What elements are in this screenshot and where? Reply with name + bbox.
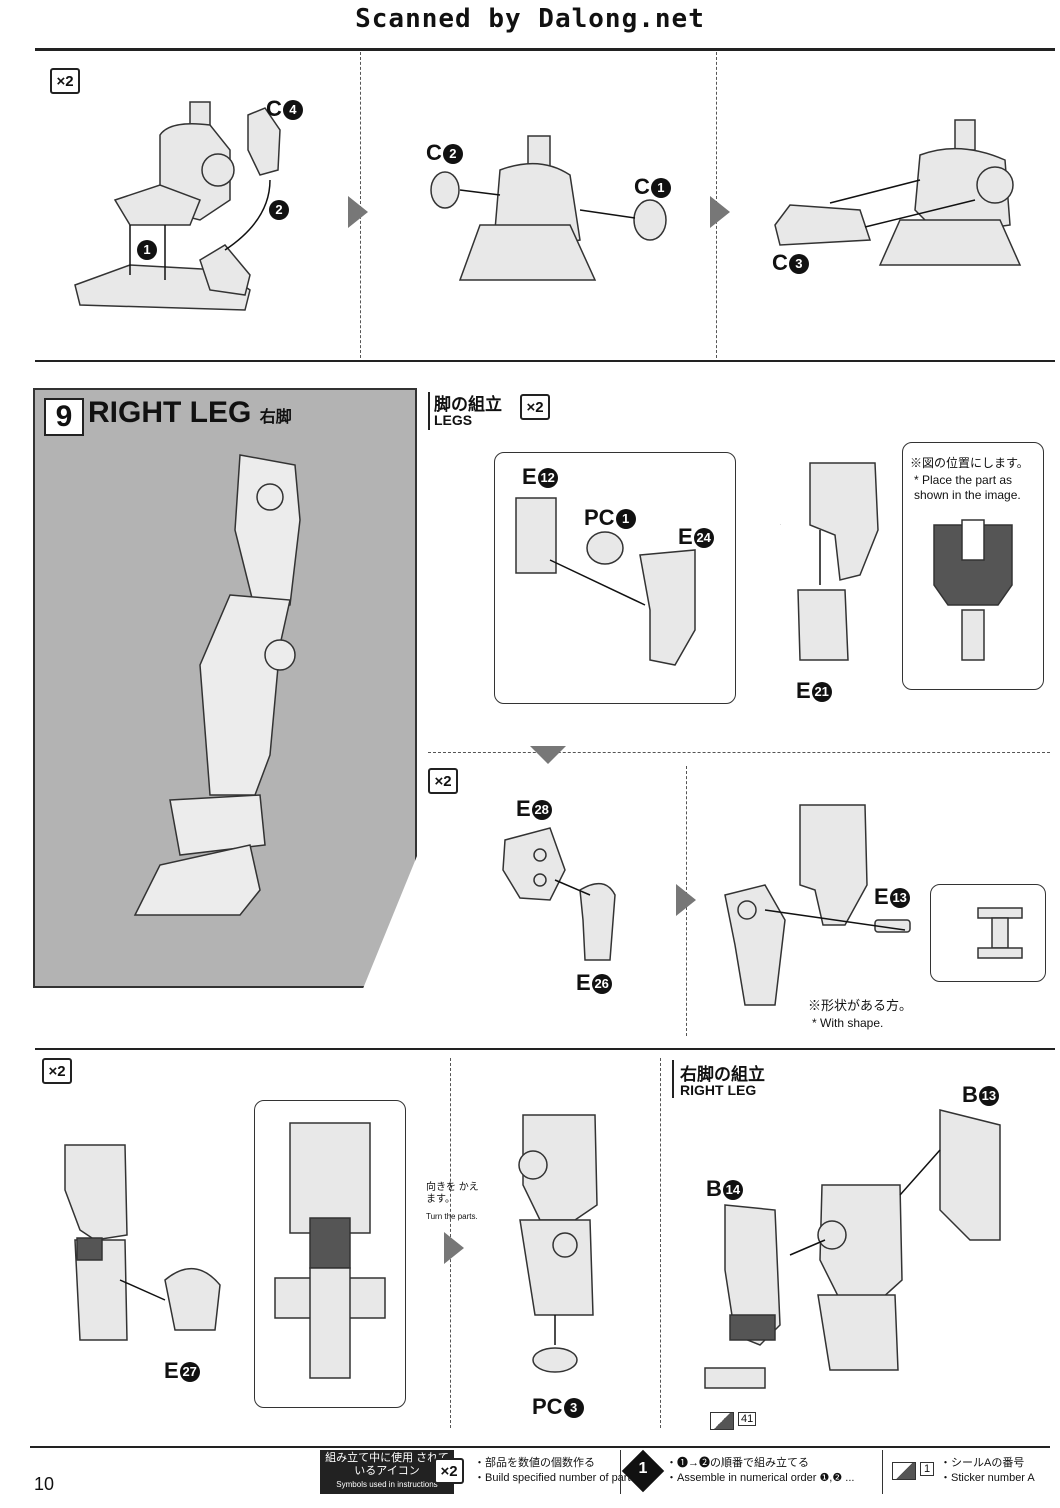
sticker-legend-en: ・Sticker number A	[940, 1472, 1035, 1484]
multiplier-badge: ×2	[434, 1458, 464, 1484]
order-step-number: 1	[638, 1460, 648, 1477]
multiplier-badge: ×2	[428, 768, 458, 794]
placement-note-ja: ※図の位置にします。	[910, 456, 1029, 470]
step-title: RIGHT LEG 右脚	[88, 396, 292, 429]
e13-detail-box	[930, 884, 1046, 982]
shoulder-armor-illustration	[774, 119, 1022, 266]
placement-note-en: * Place the part as shown in the image.	[914, 473, 1021, 502]
right-leg-assembly-illustration	[704, 1109, 1001, 1389]
legend-divider	[620, 1450, 621, 1494]
page-number: 10	[34, 1474, 55, 1494]
right-leg-title-ja: 右脚の組立	[680, 1065, 765, 1084]
icons-legend-title: 組み立て中に使用 されているアイコン Symbols used in instr…	[320, 1450, 454, 1494]
shape-note-ja: ※形状がある方。	[808, 998, 913, 1013]
divider	[660, 1058, 661, 1428]
thigh-parts-illustration	[515, 497, 696, 666]
placement-detail-illustration	[933, 519, 1013, 661]
order-legend-en: ・Assemble in numerical order ❶,❷ ...	[666, 1472, 855, 1484]
flow-arrow	[710, 196, 730, 228]
legs-title-en: LEGS	[434, 412, 473, 428]
sticker-number: 41	[738, 1412, 757, 1426]
thigh-frame-illustration	[780, 462, 879, 661]
e13-detail-illustration	[977, 907, 1023, 959]
turn-note-en: Turn the parts.	[426, 1212, 478, 1221]
row-rule	[35, 1048, 1055, 1050]
legs-title-rule	[428, 392, 430, 430]
flow-arrow	[348, 196, 368, 228]
shape-note-en: * With shape.	[812, 1016, 884, 1030]
sticker-legend-ja: ・シールAの番号	[940, 1457, 1025, 1469]
sticker-legend-number: 1	[920, 1462, 935, 1476]
sticker-icon	[710, 1412, 734, 1430]
flow-arrow	[676, 884, 696, 916]
multiplier-badge: ×2	[50, 68, 80, 94]
turn-note-ja: 向きを かえます。	[426, 1182, 479, 1205]
flow-arrow-down	[530, 746, 566, 764]
flow-arrow	[444, 1232, 464, 1264]
lower-leg-detail-illustration	[274, 1122, 386, 1379]
section-rule	[428, 752, 1050, 754]
multiplier-badge: ×2	[520, 394, 550, 420]
order-legend-ja: ・❶→❷の順番で組み立てる	[666, 1457, 809, 1469]
right-leg-illustration	[133, 454, 301, 916]
shoulder-assembly-illustration	[74, 101, 281, 311]
footer-legend: 組み立て中に使用 されているアイコン Symbols used in instr…	[30, 1448, 1050, 1496]
sticker-legend-icon	[892, 1462, 916, 1480]
footer-rule	[30, 1446, 1050, 1448]
legend-divider	[882, 1450, 883, 1494]
top-rule	[35, 48, 1055, 51]
right-leg-title-en: RIGHT LEG	[680, 1082, 757, 1098]
right-leg-title-rule	[672, 1060, 674, 1098]
lower-leg-frame-illustration	[64, 1144, 221, 1341]
multiplier-badge: ×2	[42, 1058, 72, 1084]
step-marker-2: 2	[268, 196, 289, 222]
build-legend-ja: ・部品を数値の個数作る	[474, 1457, 595, 1469]
shoulder-joint-illustration	[430, 135, 667, 281]
scan-credit: Scanned by Dalong.net	[355, 4, 705, 34]
step-number: 9	[44, 398, 84, 436]
step-marker-1: 1	[136, 236, 157, 262]
build-legend-en: ・Build specified number of parts.	[474, 1472, 640, 1484]
row-rule	[35, 360, 1055, 362]
lower-leg-assembled-illustration	[518, 1114, 598, 1373]
knee-assembly-illustration	[724, 804, 911, 1006]
legs-title-ja: 脚の組立	[434, 395, 502, 414]
knee-joint-illustration	[502, 827, 616, 961]
